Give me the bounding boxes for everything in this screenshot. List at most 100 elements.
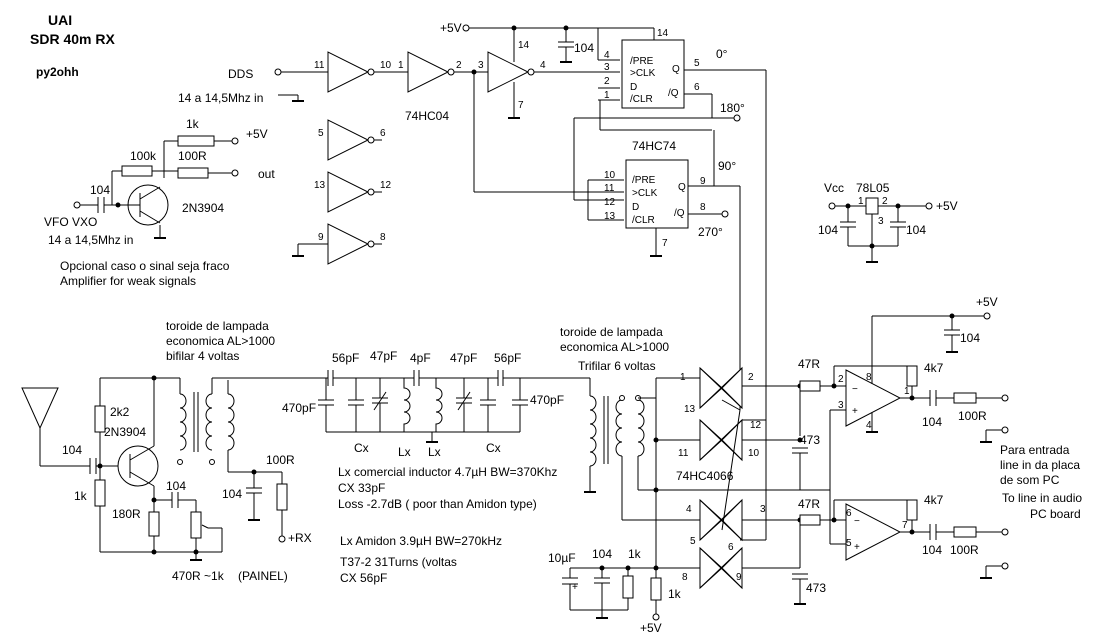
flipflop-1: /PRE >CLK D /CLR Q /Q 4 3 2 1 5 6 0° 180… (534, 28, 766, 200)
svg-text:1: 1 (904, 386, 910, 397)
svg-text:1k: 1k (628, 547, 642, 561)
svg-text:470R ~1k: 470R ~1k (172, 569, 225, 583)
inverter-gate (327, 171, 370, 213)
svg-text:47pF: 47pF (450, 351, 477, 365)
svg-text:Para entrada: Para entrada (1000, 443, 1070, 457)
svg-text:13: 13 (604, 211, 616, 222)
phase-90: 90° (718, 159, 736, 173)
inverter-gate (327, 51, 370, 93)
svg-text:100R: 100R (266, 453, 295, 467)
svg-text:3: 3 (604, 62, 610, 73)
svg-text:/CLR: /CLR (632, 215, 655, 226)
svg-text:Lx: Lx (398, 445, 411, 459)
inverter-gate (407, 51, 450, 93)
svg-text:104: 104 (818, 223, 838, 237)
svg-text:12: 12 (604, 197, 616, 208)
hc04-name: 74HC04 (405, 109, 449, 123)
dds-freq: 14 a 14,5Mhz in (178, 91, 263, 105)
output-notes: Para entrada line in da placa de som PC … (1000, 443, 1082, 521)
svg-text:74HC4066: 74HC4066 (676, 469, 734, 483)
svg-text:/PRE: /PRE (632, 175, 656, 186)
svg-text:5: 5 (318, 128, 324, 139)
svg-text:13: 13 (314, 180, 326, 191)
svg-text:56pF: 56pF (332, 351, 359, 365)
svg-text:473: 473 (806, 581, 826, 595)
svg-text:104: 104 (922, 415, 942, 429)
svg-text:100R: 100R (178, 149, 207, 163)
dds-input: DDS 14 a 14,5Mhz in (178, 67, 328, 105)
svg-text:6: 6 (728, 542, 734, 553)
toroid-1 (177, 377, 328, 473)
svg-text:T37-2 31Turns (voltas: T37-2 31Turns (voltas (340, 555, 457, 569)
svg-text:5: 5 (846, 538, 852, 549)
analog-switch (699, 418, 723, 462)
potentiometer (190, 511, 202, 539)
svg-text:7: 7 (902, 520, 908, 531)
svg-text:CX 33pF: CX 33pF (338, 481, 385, 495)
svg-text:+: + (854, 542, 860, 553)
svg-text:10: 10 (748, 448, 760, 459)
resistor (622, 575, 634, 599)
svg-text:14 a 14,5Mhz in: 14 a 14,5Mhz in (48, 233, 133, 247)
svg-text:12: 12 (750, 420, 762, 431)
svg-text:6: 6 (694, 82, 700, 93)
toroid-2: toroide de lampada economica AL>1000 Tri… (560, 325, 800, 572)
svg-text:10: 10 (604, 170, 616, 181)
svg-text:100R: 100R (958, 409, 987, 423)
svg-text:Loss -2.7dB ( poor than Amidon: Loss -2.7dB ( poor than Amidon type) (338, 497, 537, 511)
svg-text:8: 8 (700, 202, 706, 213)
resistor (121, 165, 153, 177)
svg-text:1k: 1k (668, 587, 682, 601)
svg-text:180R: 180R (112, 507, 141, 521)
svg-text:104: 104 (166, 479, 186, 493)
svg-text:10: 10 (380, 60, 392, 71)
svg-text:2: 2 (456, 60, 462, 71)
svg-text:4k7: 4k7 (924, 361, 944, 375)
svg-text:100R: 100R (950, 543, 979, 557)
title-line2: SDR 40m RX (30, 31, 115, 47)
svg-text:toroide de lampada: toroide de lampada (560, 325, 663, 339)
svg-text:+: + (852, 406, 858, 417)
svg-text:47pF: 47pF (370, 349, 397, 363)
resistor (906, 499, 918, 521)
svg-text:toroide de lampada: toroide de lampada (166, 319, 269, 333)
svg-text:470pF: 470pF (530, 393, 564, 407)
svg-text:4: 4 (686, 504, 692, 515)
resistor (650, 577, 662, 601)
analog-switch (699, 546, 723, 590)
svg-text:3: 3 (478, 60, 484, 71)
svg-text:/CLR: /CLR (630, 94, 653, 105)
inductor-lx (435, 378, 443, 432)
svg-text:Lx Amidon 3.9µH BW=270kHz: Lx Amidon 3.9µH BW=270kHz (340, 534, 502, 548)
bandpass-filter: 56pF 47pF 4pF 47pF 56pF 470pF Cx Lx Lx (282, 349, 591, 585)
inductor-lx (403, 378, 411, 432)
svg-text:104: 104 (960, 331, 980, 345)
phase-0: 0° (716, 47, 728, 61)
svg-text:104: 104 (62, 443, 82, 457)
dds-terminal (274, 68, 282, 76)
svg-text:−: − (854, 516, 860, 527)
ff2-name: 74HC74 (632, 139, 676, 153)
analog-switch (699, 366, 723, 410)
svg-text:4pF: 4pF (410, 351, 431, 365)
svg-text:de som PC: de som PC (1000, 473, 1060, 487)
mixer-74hc4066: 1 2 13 12 11 10 74HC4066 4 3 5 6 8 9 (653, 366, 826, 605)
svg-text:78L05: 78L05 (856, 181, 890, 195)
svg-text:+: + (572, 582, 578, 593)
svg-text:+5V: +5V (246, 127, 268, 141)
svg-text:PC board: PC board (1030, 507, 1081, 521)
svg-text:100k: 100k (130, 149, 157, 163)
svg-text:104: 104 (592, 547, 612, 561)
svg-text:bifilar 4 voltas: bifilar 4 voltas (166, 349, 239, 363)
resistor (94, 479, 106, 507)
svg-text:economica AL>1000: economica AL>1000 (166, 334, 275, 348)
svg-text:2: 2 (838, 374, 844, 385)
svg-text:9: 9 (736, 572, 742, 583)
svg-text:>CLK: >CLK (632, 188, 658, 199)
svg-text:1: 1 (398, 60, 404, 71)
svg-text:/Q: /Q (674, 208, 685, 219)
resistor (276, 483, 288, 511)
transistor-2n3904 (117, 445, 159, 487)
svg-text:D: D (630, 82, 637, 93)
svg-text:104: 104 (222, 487, 242, 501)
